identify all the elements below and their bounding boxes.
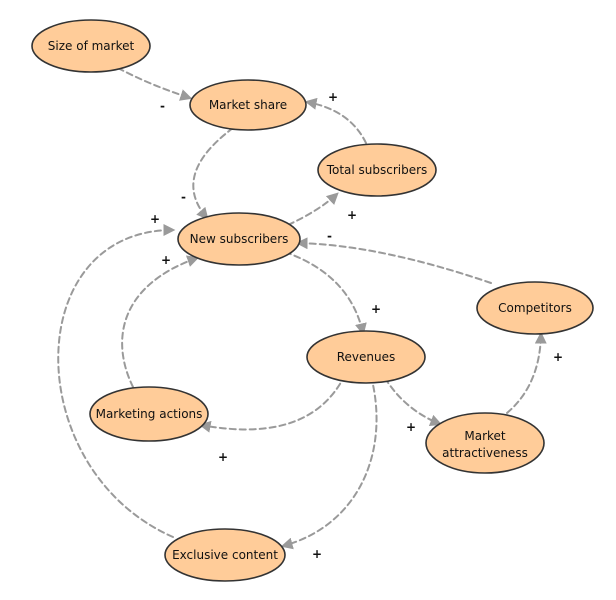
node-size-of-market[interactable]: Size of market <box>31 19 151 73</box>
node-competitors[interactable]: Competitors <box>476 281 594 335</box>
edge-attractiveness-to-competitors <box>506 331 547 414</box>
sign-revenues-to-marketing: + <box>218 450 228 464</box>
edge-new-to-revenues <box>284 251 367 336</box>
node-new-subscribers[interactable]: New subscribers <box>177 212 301 266</box>
edge-new-to-total <box>287 192 339 226</box>
node-marketing-actions-label: Marketing actions <box>96 407 203 421</box>
edge-revenues-to-exclusive <box>280 375 378 550</box>
node-exclusive-content-label: Exclusive content <box>172 548 278 562</box>
node-revenues[interactable]: Revenues <box>306 330 426 384</box>
node-marketing-actions[interactable]: Marketing actions <box>89 386 209 442</box>
sign-revenues-to-attractiveness: + <box>406 420 416 434</box>
sign-total-to-share: + <box>328 90 338 104</box>
sign-new-to-total: + <box>347 208 357 222</box>
node-size-of-market-label: Size of market <box>48 39 135 53</box>
sign-revenues-to-exclusive: + <box>312 547 322 561</box>
node-market-attractiveness[interactable]: Market attractiveness <box>425 412 545 474</box>
edge-revenues-to-attractiveness <box>384 377 443 427</box>
node-market-attractiveness-label-line2: attractiveness <box>442 446 528 460</box>
node-market-share[interactable]: Market share <box>189 79 307 131</box>
edge-size-to-share <box>117 67 193 101</box>
edge-total-to-share <box>304 97 367 144</box>
sign-marketing-to-new: + <box>161 253 171 267</box>
edge-competitors-to-new <box>295 237 492 284</box>
edge-revenues-to-marketing <box>198 374 346 433</box>
node-exclusive-content[interactable]: Exclusive content <box>164 528 286 582</box>
node-market-attractiveness-label-line1: Market <box>464 429 506 443</box>
node-total-subscribers[interactable]: Total subscribers <box>317 143 437 197</box>
sign-exclusive-to-new: + <box>150 212 160 226</box>
node-competitors-label: Competitors <box>498 301 572 315</box>
node-new-subscribers-label: New subscribers <box>190 232 289 246</box>
sign-attractiveness-to-competitors: + <box>553 350 563 364</box>
node-market-share-label: Market share <box>209 98 287 112</box>
edge-marketing-to-new <box>121 255 200 388</box>
sign-share-to-new: - <box>181 190 186 204</box>
sign-competitors-to-new: - <box>327 229 332 243</box>
sign-size-to-share: - <box>160 99 165 113</box>
sign-new-to-revenues: + <box>371 302 381 316</box>
node-total-subscribers-label: Total subscribers <box>326 163 428 177</box>
node-revenues-label: Revenues <box>337 350 396 364</box>
edge-share-to-new <box>192 127 234 220</box>
edge-exclusive-to-new <box>57 224 176 538</box>
